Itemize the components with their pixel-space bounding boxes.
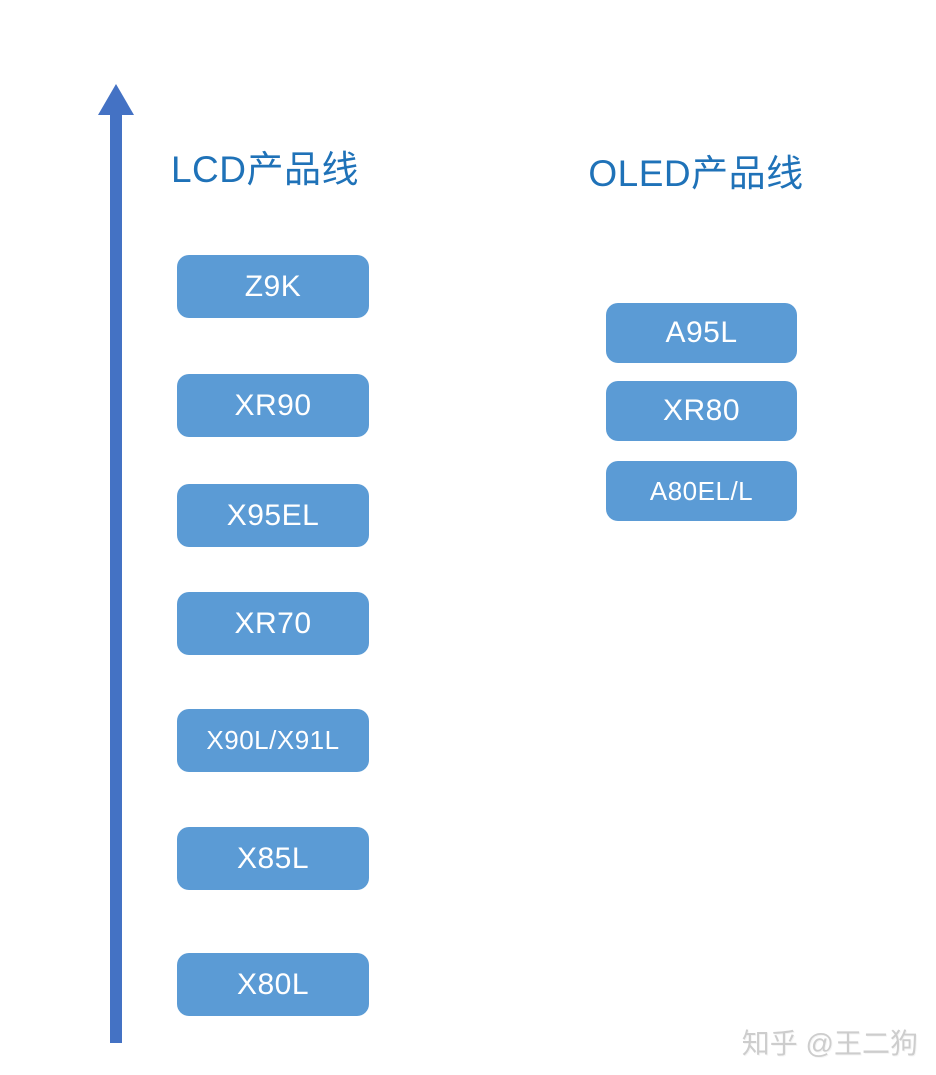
product-box-a80el-l: A80EL/L [606,461,797,521]
product-box-a95l: A95L [606,303,797,363]
product-label: X80L [236,967,310,1001]
product-label: XR70 [234,606,312,640]
product-box-x85l: X85L [177,827,369,890]
product-label: X90L/X91L [206,725,340,755]
product-label: XR80 [662,394,741,427]
product-label: XR90 [234,388,312,422]
product-box-x80l: X80L [177,953,369,1016]
axis-arrow-shaft [110,112,122,1043]
product-box-xr90: XR90 [177,374,369,437]
product-label: X95EL [226,498,320,532]
product-box-xr80: XR80 [606,381,797,441]
oled-column-title: OLED产品线 [588,153,804,194]
product-box-x90l-x91l: X90L/X91L [177,709,369,772]
product-box-x95el: X95EL [177,484,369,547]
lcd-column-title: LCD产品线 [170,149,360,190]
product-box-xr70: XR70 [177,592,369,655]
product-label: Z9K [244,269,302,303]
up-arrow-icon [98,84,134,115]
product-box-z9k: Z9K [177,255,369,318]
product-label: A80EL/L [649,475,754,506]
product-label: X85L [236,841,310,875]
product-label: A95L [665,316,738,349]
watermark: 知乎 @王二狗 [741,1028,918,1059]
